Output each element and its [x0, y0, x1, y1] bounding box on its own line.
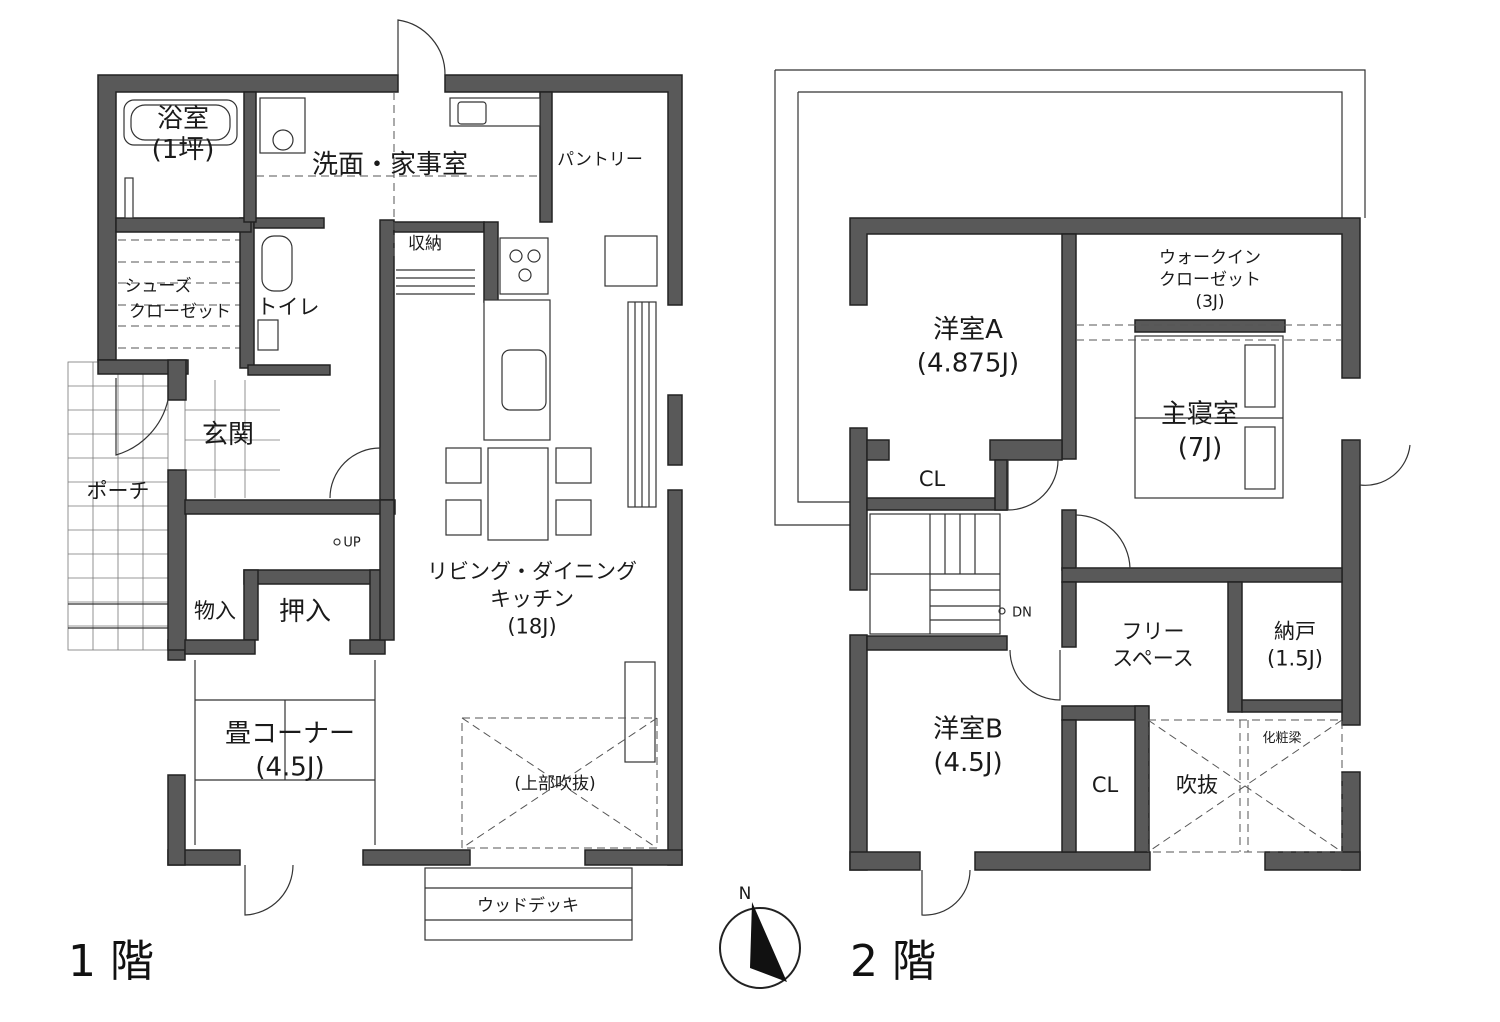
stair-down-mark: DN: [1012, 606, 1032, 621]
laundry-label: 洗面・家事室: [312, 150, 468, 180]
master-label: 主寝室(7J): [1161, 399, 1239, 463]
room-b-label: 洋室B(4.5J): [933, 714, 1003, 778]
pantry-label: パントリー: [557, 150, 643, 170]
porch-tiles: [67, 361, 169, 651]
tv-unit: [624, 661, 656, 763]
shoe-closet-label: シューズクローゼット: [124, 276, 231, 322]
free-space-label: フリースペース: [1112, 619, 1193, 670]
floor-1-title: 1 階: [68, 936, 154, 987]
entrance-label: 玄関: [202, 420, 254, 450]
bed-fixture: [1134, 335, 1284, 499]
oshiire-label: 押入: [279, 597, 331, 627]
wood-deck-structure: [424, 867, 633, 941]
entrance-tiles: [184, 380, 280, 498]
stair-steps-1f: [396, 269, 475, 295]
kitchen-fixture: [483, 235, 658, 508]
floor-2-plan: 洋室A(4.875J) ウォークインクローゼット(3J) 主寝室(7J) CL …: [774, 69, 1411, 987]
floor-2-title: 2 階: [850, 936, 936, 987]
bathtub-fixture: [123, 99, 238, 219]
cl-b-label: CL: [1092, 773, 1119, 797]
storage-label: 収納: [408, 234, 442, 254]
ldk-label: リビング・ダイニングキッチン(18J): [427, 560, 637, 639]
compass-north-label: N: [739, 884, 752, 904]
toilet-label: トイレ: [257, 295, 320, 319]
floor-1-plan: 浴室(1坪) 洗面・家事室 パントリー 収納 シューズクローゼット トイレ 玄関…: [67, 19, 683, 987]
cl-a-label: CL: [919, 467, 946, 491]
stair-up-mark: UP: [343, 536, 361, 551]
washing-machine-fixture: [259, 97, 306, 154]
void-above-label: (上部吹抜): [514, 774, 595, 794]
tatami-label: 畳コーナー(4.5J): [225, 718, 355, 782]
toilet-fixture: [257, 235, 293, 351]
storage-box-label: 物入: [194, 599, 236, 623]
dining-chairs: [445, 447, 592, 541]
walk-in-label: ウォークインクローゼット(3J): [1159, 248, 1261, 312]
void-label: 吹抜: [1176, 773, 1218, 797]
wood-deck-label: ウッドデッキ: [477, 895, 579, 916]
nando-label: 納戸(1.5J): [1267, 619, 1323, 670]
room-a-label: 洋室A(4.875J): [917, 314, 1019, 378]
porch-label: ポーチ: [87, 479, 150, 503]
compass: N: [719, 884, 801, 989]
beam-label: 化粧梁: [1262, 731, 1301, 746]
stair-steps-2f: [869, 513, 1001, 635]
bath-label: 浴室(1坪): [152, 104, 215, 165]
sink-fixture: [449, 97, 541, 127]
